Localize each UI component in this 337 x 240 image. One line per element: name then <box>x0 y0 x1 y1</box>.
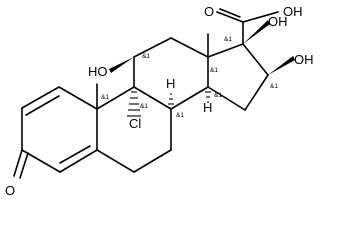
bond <box>219 8 241 18</box>
stereo-tag-c9: &1 <box>140 103 148 110</box>
wedge-bond-oh16 <box>268 56 295 75</box>
atom-label-oh-c16: OH <box>294 52 314 67</box>
bond <box>96 149 135 173</box>
bond <box>59 145 91 164</box>
stereo-tag-c8: &1 <box>176 112 184 119</box>
stereo-tag-c17: &1 <box>224 36 232 43</box>
bond <box>133 37 172 58</box>
bond <box>13 149 23 177</box>
bond <box>207 86 246 111</box>
atom-label-oh-c21: OH <box>283 4 303 19</box>
atom-label-h14: H <box>203 100 212 115</box>
hash-bond-cl <box>127 91 141 117</box>
bond <box>216 11 244 23</box>
bond <box>21 86 60 109</box>
atom-label-ho-c11: HO <box>88 64 108 79</box>
wedge-bond-oh <box>109 57 134 73</box>
bond <box>244 74 269 111</box>
atom-label-o-keto: O <box>5 183 15 198</box>
bond <box>25 95 60 116</box>
stereo-tag-c13: &1 <box>210 67 218 74</box>
bond <box>242 43 269 76</box>
atom-label-cl: Cl <box>129 116 141 131</box>
bond <box>207 43 244 58</box>
hash-bond-h8 <box>168 93 174 105</box>
stereo-tag-c14: &1 <box>214 92 222 99</box>
bond <box>170 86 209 110</box>
stereo-tag-c11: &1 <box>142 53 150 60</box>
bond <box>133 149 172 173</box>
atom-label-oh-c17: OH <box>268 14 288 29</box>
stereo-tag-c10: &1 <box>101 94 109 101</box>
wedge-bond-oh17 <box>243 20 270 44</box>
stereo-tag-c16: &1 <box>270 83 278 90</box>
bond <box>59 149 98 173</box>
bond <box>242 11 279 23</box>
atom-label-h8: H <box>166 76 175 91</box>
hash-bond-h14 <box>205 91 211 103</box>
bond <box>96 86 135 110</box>
bond <box>58 86 98 110</box>
molecule-diagram: O O OH HO OH OH Cl H H &1 &1 &1 &1 &1 &1… <box>5 4 314 198</box>
atom-label-o-c20: O <box>204 4 214 19</box>
bond <box>19 152 29 179</box>
bond <box>133 86 172 110</box>
bond <box>170 37 209 58</box>
structure-svg: O O OH HO OH OH Cl H H &1 &1 &1 &1 &1 &1… <box>5 4 314 198</box>
